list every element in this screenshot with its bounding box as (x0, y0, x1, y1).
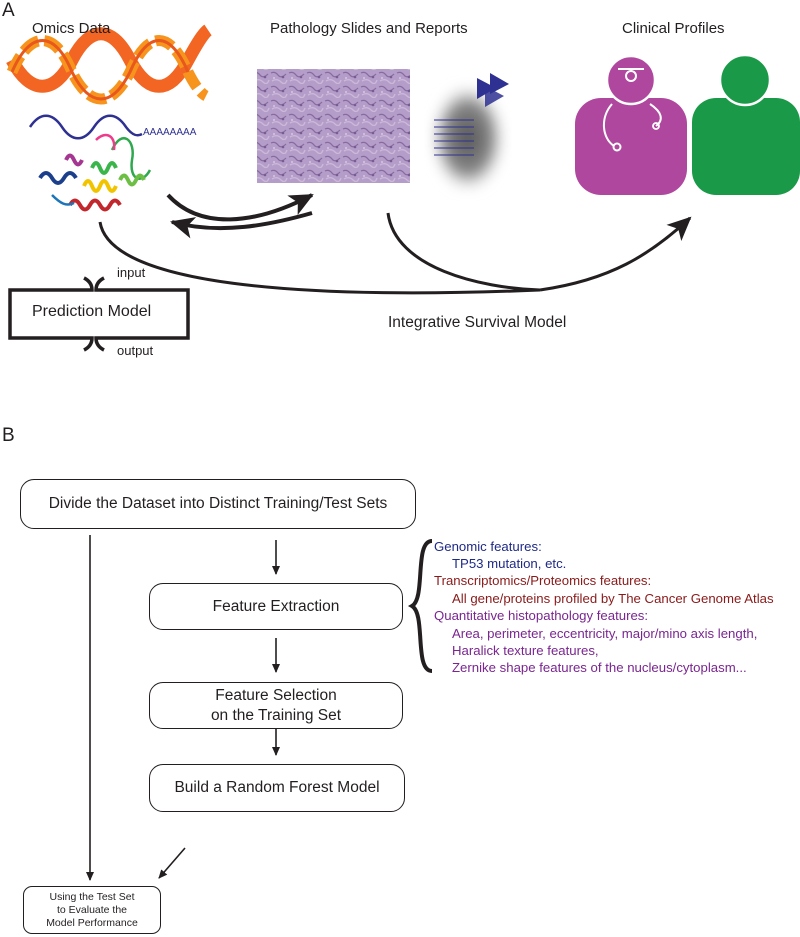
evaluate-line2: to Evaluate the (56, 903, 128, 916)
pathology-title: Pathology Slides and Reports (270, 20, 468, 37)
integrative-arrow-to-clinical (539, 216, 692, 292)
divide-dataset-step: Divide the Dataset into Distinct Trainin… (20, 479, 416, 529)
output-label: output (117, 343, 154, 358)
random-forest-step: Build a Random Forest Model (149, 764, 405, 812)
prediction-model-legend (8, 276, 190, 352)
pathology-to-omics-arrow (170, 211, 313, 239)
evaluate-model-step: Using the Test Set to Evaluate the Model… (23, 886, 161, 934)
pathology-slide-image (257, 69, 410, 183)
pathology-to-clinical-curve (386, 212, 541, 292)
feature-genomic-detail: TP53 mutation, etc. (452, 556, 567, 571)
dna-helix-icon (6, 24, 212, 105)
panel-b-label: B (2, 425, 15, 446)
input-label: input (117, 265, 146, 280)
polya-tail-label: AAAAAAAA (143, 127, 197, 138)
feature-transcriptomics-detail: All gene/proteins profiled by The Cancer… (452, 591, 774, 606)
rna-strand-icon (28, 114, 143, 140)
pathology-report-icon (432, 73, 509, 190)
clinical-profiles-title: Clinical Profiles (622, 20, 725, 37)
feature-genomic-heading: Genomic features: (434, 539, 542, 554)
feature-selection-step: Feature Selection on the Training Set (149, 682, 403, 729)
feature-brace (407, 539, 433, 673)
feature-selection-line1: Feature Selection (215, 686, 337, 704)
feature-histopathology-detail-2: Haralick texture features, (452, 643, 599, 658)
feature-histopathology-heading: Quantitative histopathology features: (434, 608, 649, 623)
prediction-model-label: Prediction Model (32, 303, 152, 320)
feature-histopathology-detail-1: Area, perimeter, eccentricity, major/min… (452, 626, 758, 641)
random-forest-text: Build a Random Forest Model (174, 779, 380, 796)
panel-a-label: A (2, 0, 15, 21)
integrative-survival-model-label: Integrative Survival Model (388, 314, 567, 331)
feature-transcriptomics-heading: Transcriptomics/Proteomics features: (434, 573, 652, 588)
feature-selection-line2: on the Training Set (210, 706, 342, 724)
omics-to-clinical-curve (98, 221, 541, 295)
patient-icon (692, 53, 800, 195)
forest-to-evaluate-arrow (158, 847, 186, 879)
divide-dataset-text: Divide the Dataset into Distinct Trainin… (48, 495, 388, 512)
doctor-icon (575, 54, 687, 195)
feature-extraction-step: Feature Extraction (149, 583, 403, 630)
feature-histopathology-detail-3: Zernike shape features of the nucleus/cy… (452, 660, 747, 675)
feature-extraction-text: Feature Extraction (212, 597, 340, 615)
evaluate-line3: Model Performance (46, 916, 138, 929)
omics-data-title: Omics Data (32, 20, 111, 37)
protein-structure-icon (38, 133, 152, 212)
omics-to-pathology-arrow (166, 193, 314, 222)
evaluate-line1: Using the Test Set (49, 890, 135, 903)
